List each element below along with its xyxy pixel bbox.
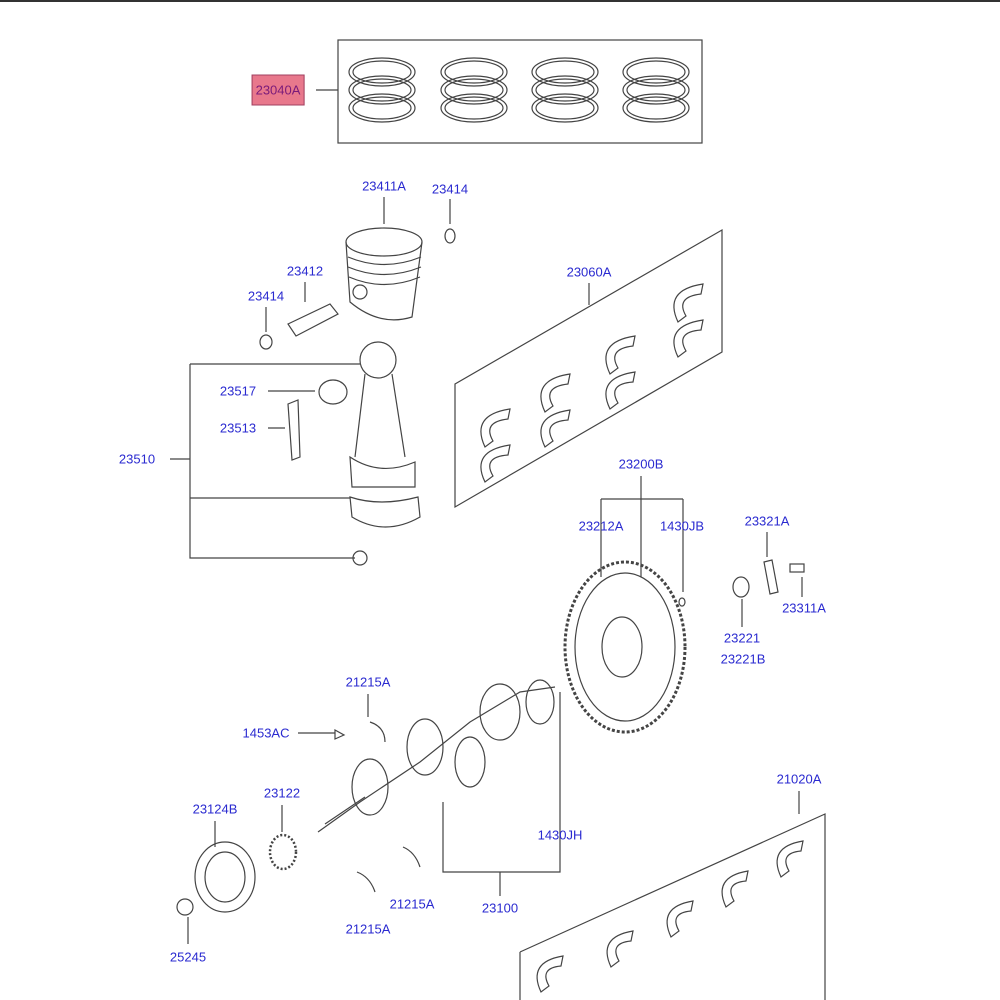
piston-ring-inner (626, 60, 686, 84)
connecting-rod[interactable] (170, 341, 421, 566)
part-label-23311A[interactable]: 23311A (782, 600, 826, 616)
bearing-shell (606, 930, 634, 968)
piston-pin[interactable] (287, 282, 339, 337)
piston-ring-inner (444, 78, 504, 102)
bearing-shell (480, 444, 511, 483)
part-label-23411A[interactable]: 23411A (362, 178, 406, 194)
bearing-shell (540, 409, 571, 448)
piston-ring (622, 93, 690, 123)
bearing-shell (480, 408, 511, 448)
flywheel[interactable] (563, 476, 687, 734)
part-label-21215A[interactable]: 21215A (345, 674, 391, 690)
flywheel-bolt[interactable] (789, 563, 805, 597)
piston-ring (531, 93, 599, 123)
part-label-23060A[interactable]: 23060A (566, 264, 612, 280)
part-label-23221[interactable]: 23221 (723, 630, 761, 646)
crankshaft[interactable] (317, 679, 561, 896)
part-label-23412[interactable]: 23412 (286, 263, 324, 279)
bearing-shell (673, 319, 704, 358)
part-label-1430JB[interactable]: 1430JB (659, 518, 705, 534)
part-label-23124B[interactable]: 23124B (192, 801, 238, 817)
part-label-23510[interactable]: 23510 (118, 451, 156, 467)
part-label-23414[interactable]: 23414 (431, 181, 469, 197)
piston-rings-set[interactable] (316, 39, 703, 144)
piston-ring (622, 75, 690, 105)
bearing-shell (721, 870, 749, 908)
piston-ring (440, 57, 508, 87)
part-label-23321A[interactable]: 23321A (744, 513, 790, 529)
piston-ring-inner (626, 96, 686, 120)
crank-key[interactable] (298, 728, 346, 740)
part-label-23517[interactable]: 23517 (219, 383, 257, 399)
part-label-23513[interactable]: 23513 (219, 420, 257, 436)
bearing-shell (605, 371, 636, 410)
bearing-shell (666, 900, 694, 938)
part-label-23212A[interactable]: 23212A (578, 518, 624, 534)
flywheel-bushing[interactable] (732, 576, 750, 627)
crank-pulley[interactable] (194, 821, 256, 913)
piston-ring-inner (626, 78, 686, 102)
bearing-shell (673, 283, 704, 323)
piston-ring (531, 57, 599, 87)
piston-clip-top[interactable] (444, 199, 456, 244)
piston-ring-inner (535, 60, 595, 84)
part-label-23122[interactable]: 23122 (263, 785, 301, 801)
main-bearings-lower[interactable] (519, 791, 826, 1000)
piston-ring (440, 75, 508, 105)
piston-ring (348, 75, 416, 105)
part-label-1453AC[interactable]: 1453AC (242, 725, 290, 741)
piston-clip-left[interactable] (259, 307, 273, 350)
piston-ring (531, 75, 599, 105)
thrust-bearings[interactable] (356, 694, 421, 893)
piston-ring-inner (352, 60, 412, 84)
part-label-23221B[interactable]: 23221B (720, 651, 766, 667)
piston-ring-inner (535, 78, 595, 102)
main-bearings-upper[interactable] (454, 228, 723, 509)
part-label-21215A[interactable]: 21215A (345, 921, 391, 937)
piston-ring (622, 57, 690, 87)
piston-ring-inner (352, 96, 412, 120)
piston-ring (348, 93, 416, 123)
bearing-shell (536, 955, 564, 993)
part-label-23200B[interactable]: 23200B (618, 456, 664, 472)
piston-ring-inner (535, 96, 595, 120)
part-label-1430JH[interactable]: 1430JH (537, 827, 583, 843)
piston-ring (348, 57, 416, 87)
part-label-25245[interactable]: 25245 (169, 949, 207, 965)
piston-ring (440, 93, 508, 123)
piston-ring-inner (444, 60, 504, 84)
piston-ring-inner (352, 78, 412, 102)
piston[interactable] (345, 197, 423, 321)
piston-ring-inner (444, 96, 504, 120)
flywheel-plate[interactable] (763, 532, 779, 595)
part-label-23100[interactable]: 23100 (481, 900, 519, 916)
part-label-21020A[interactable]: 21020A (776, 771, 822, 787)
bearing-shell (540, 373, 571, 413)
bearing-shell (605, 335, 636, 375)
crank-nut[interactable] (176, 898, 194, 944)
bearing-shell (776, 840, 804, 878)
part-label-23414[interactable]: 23414 (247, 288, 285, 304)
part-label-23040A[interactable]: 23040A (251, 74, 305, 106)
part-label-21215A[interactable]: 21215A (389, 896, 435, 912)
crank-sprocket[interactable] (268, 805, 298, 871)
